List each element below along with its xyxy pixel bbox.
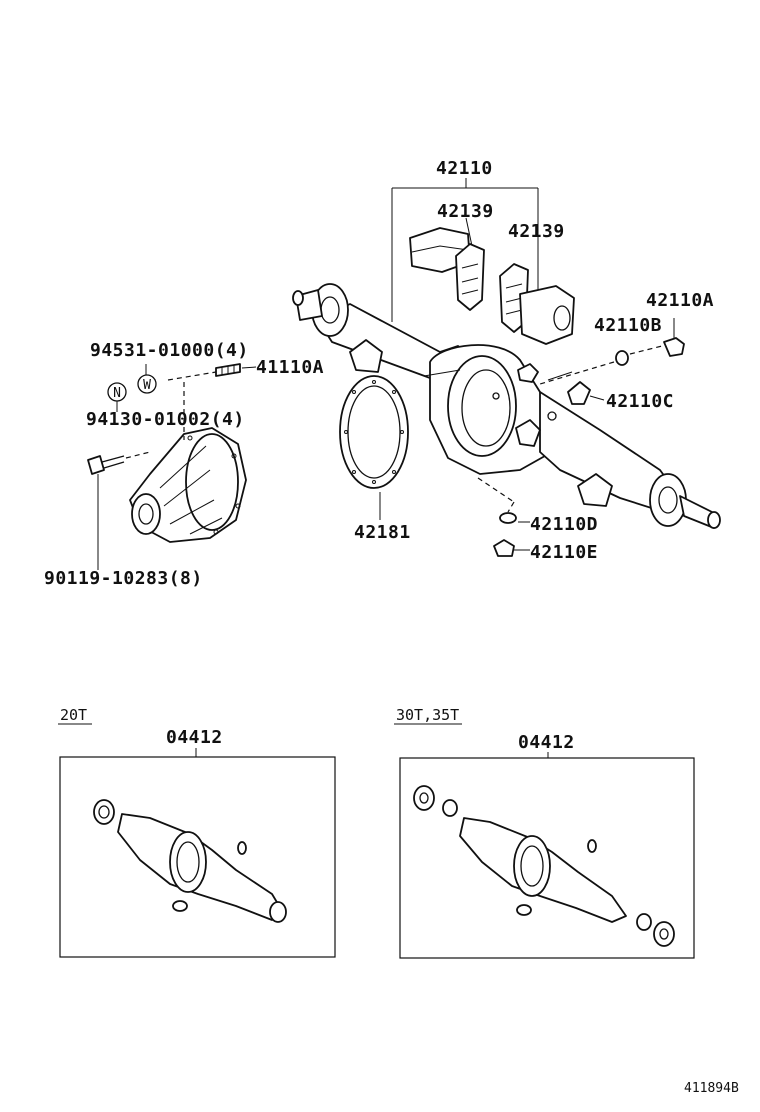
label-42110b: 42110B [594, 315, 662, 336]
differential-carrier[interactable] [129, 427, 247, 543]
label-42139-right: 42139 [508, 221, 565, 242]
washer-mark-w: W [137, 374, 157, 394]
housing-group-bracket [391, 178, 539, 322]
label-42110a: 42110A [646, 290, 714, 311]
kit-30t-part: 04412 [518, 732, 575, 753]
nut-mark-n: N [107, 382, 127, 402]
bumper-stopper-left[interactable] [409, 227, 485, 311]
label-94130: 94130-01002(4) [86, 409, 245, 430]
breather-42110c[interactable] [547, 381, 605, 421]
kit-20t-part: 04412 [166, 727, 223, 748]
kit-20t-variant: 20T [60, 706, 87, 724]
kit-20t[interactable]: 20T 04412 [58, 706, 336, 958]
label-42110e: 42110E [530, 542, 598, 563]
label-94531: 94531-01000(4) [90, 340, 249, 361]
carrier-bolt[interactable] [87, 451, 151, 570]
mark-w-text: W [143, 378, 151, 393]
carrier-gasket[interactable] [339, 375, 409, 489]
label-42110: 42110 [436, 158, 493, 179]
washer-42110b[interactable] [539, 345, 663, 385]
label-42110c: 42110C [606, 391, 674, 412]
plug-42110e[interactable] [493, 539, 530, 557]
bumper-stopper-right[interactable] [499, 263, 575, 345]
kit-30t-variant: 30T,35T [396, 706, 459, 724]
mark-n-text: N [113, 386, 121, 401]
label-90119: 90119-10283(8) [44, 568, 203, 589]
washer-42110d[interactable] [499, 512, 530, 524]
carrier-stud[interactable] [215, 363, 257, 377]
label-42110d: 42110D [530, 514, 598, 535]
label-42181: 42181 [354, 522, 411, 543]
kit-30t-35t[interactable]: 30T,35T 04412 [394, 706, 695, 959]
label-42139-left: 42139 [437, 201, 494, 222]
figure-reference: 411894B [684, 1081, 739, 1096]
bolt-42110a[interactable] [663, 318, 685, 357]
axle-housing[interactable] [292, 283, 721, 529]
label-41110a: 41110A [256, 357, 324, 378]
